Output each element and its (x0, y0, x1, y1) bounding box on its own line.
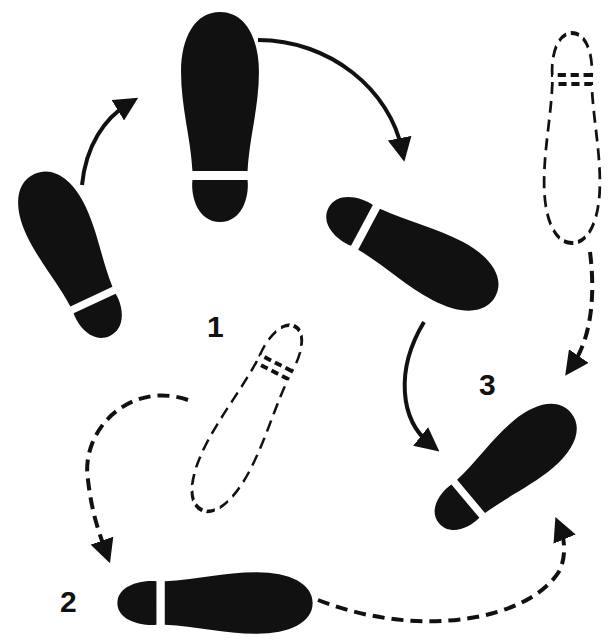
step-arrow (82, 40, 430, 444)
step-arrow-dashed (87, 252, 592, 621)
callout-number: 1 (207, 312, 224, 342)
footprint-outline (179, 33, 600, 521)
footprint (5, 12, 591, 634)
callout-number: 2 (60, 587, 77, 617)
callout-number: 3 (479, 370, 496, 400)
